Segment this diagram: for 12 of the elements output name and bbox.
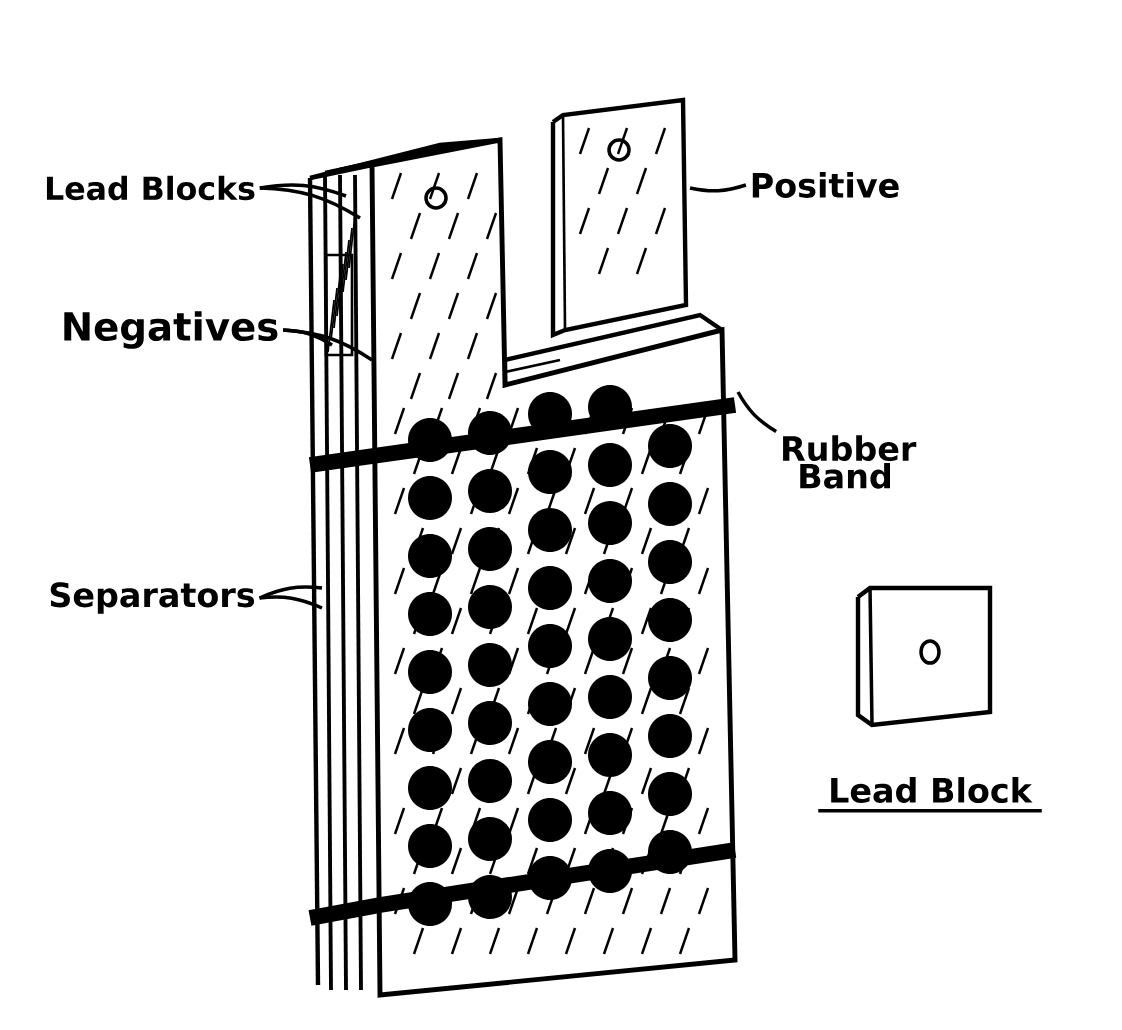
leader-line	[259, 595, 323, 610]
leader-line	[282, 328, 373, 362]
callout-text: Rubber Band	[783, 435, 917, 489]
leader-line	[736, 391, 778, 433]
leader-line	[259, 186, 361, 220]
callout-text: Lead Blocks	[46, 175, 255, 201]
leader-line	[283, 328, 333, 347]
callout-text: Negatives	[64, 311, 278, 349]
leader-line	[689, 183, 747, 193]
callout-text: Positive	[752, 172, 899, 198]
caption-text: Lead Block	[831, 777, 1033, 803]
callout-text: Separators	[50, 582, 255, 614]
